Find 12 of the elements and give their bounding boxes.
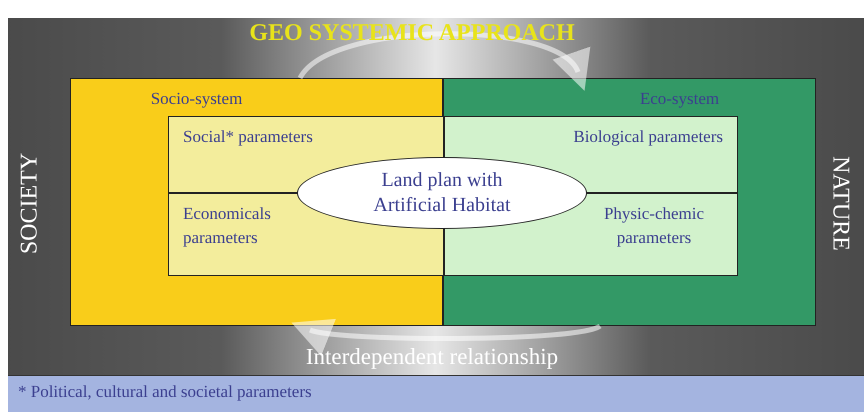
footnote: * Political, cultural and societal parameters <box>18 382 312 402</box>
parameter-label: Social* parameters <box>183 126 314 148</box>
side-label: NATURE <box>826 155 854 253</box>
node-label: Land plan with Artificial Habitat <box>372 168 512 218</box>
parameter-label: Economicals parameters <box>183 203 272 249</box>
curved-arrow <box>298 31 590 88</box>
parameter-label: Biological parameters <box>572 126 723 148</box>
region-title: Socio-system <box>150 89 244 109</box>
region-title: Eco-system <box>638 89 720 109</box>
diagram-title: GEO SYSTEMIC APPROACH <box>248 20 576 47</box>
parameter-label: Physic-chemic parameters <box>602 203 706 249</box>
side-label: SOCIETY <box>16 152 44 256</box>
